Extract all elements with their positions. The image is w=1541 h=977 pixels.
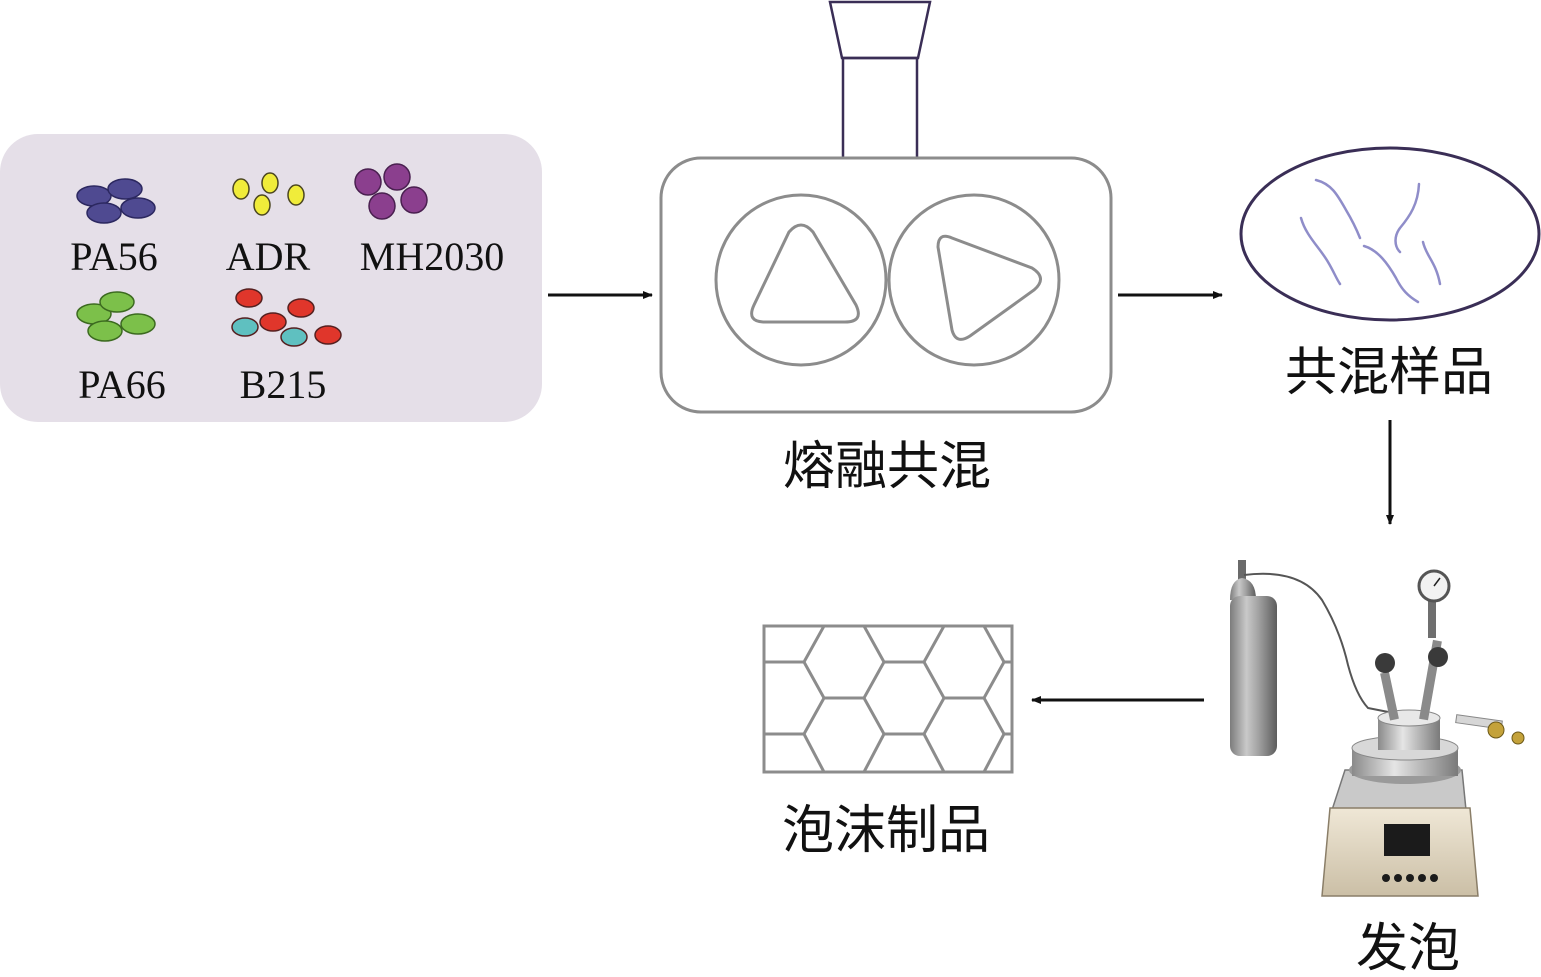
mixer-chamber	[659, 156, 1113, 414]
mixer-feed-chute	[841, 56, 919, 160]
foaming-reactor-icon	[1230, 560, 1525, 897]
foam-product-icon	[762, 624, 1014, 774]
left-rotor-housing	[714, 193, 888, 367]
polymer-fibers-icon	[1299, 178, 1442, 304]
raw-materials-panel: PA56 ADR MH2030 PA66 B215	[0, 134, 542, 422]
pa66-label: PA66	[78, 362, 165, 407]
honeycomb-cells	[764, 626, 1012, 772]
left-rotor-icon	[750, 223, 860, 324]
b215-pellets-icon	[231, 288, 342, 347]
control-display	[1384, 824, 1430, 856]
brass-fitting	[1487, 721, 1505, 739]
adr-pellets-icon	[232, 172, 305, 216]
right-rotor-housing	[887, 193, 1061, 367]
pa56-pellets-icon	[76, 178, 156, 224]
gas-hose	[1243, 572, 1421, 719]
cylinder-valve	[1238, 560, 1246, 582]
mixer-hopper-icon	[828, 0, 932, 60]
melt-blending-label: 熔融共混	[783, 437, 991, 497]
sample-outline	[1239, 146, 1541, 322]
internal-mixer-icon	[659, 0, 1113, 414]
left-valve-icon	[1375, 653, 1395, 673]
blend-sample-label: 共混样品	[1285, 343, 1493, 403]
pa56-label: PA56	[70, 234, 157, 279]
adr-label: ADR	[226, 234, 311, 279]
blend-sample-icon	[1239, 146, 1541, 322]
foam-product-label: 泡沫制品	[782, 801, 990, 861]
b215-label: B215	[240, 362, 327, 407]
foam-product-frame	[762, 624, 1014, 774]
right-valve-icon	[1428, 647, 1448, 667]
mh2030-label: MH2030	[360, 234, 504, 279]
control-buttons	[1382, 874, 1438, 882]
pa66-pellets-icon	[76, 291, 156, 342]
right-rotor-icon	[936, 234, 1042, 341]
gas-cylinder-icon	[1230, 596, 1277, 756]
foaming-label: 发泡	[1356, 919, 1460, 977]
mh2030-pellets-icon	[354, 163, 428, 220]
